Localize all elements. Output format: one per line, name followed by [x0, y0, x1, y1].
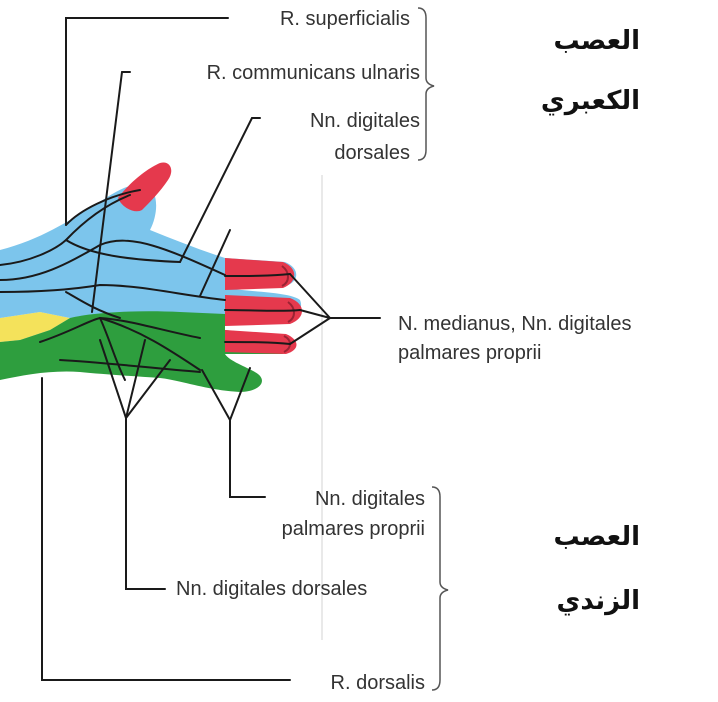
arabic-ulnar-nerve-line2: الزندي: [520, 584, 640, 618]
label-n-medianus-line2: palmares proprii: [398, 340, 541, 366]
label-nn-digitales-palmares-line2: palmares proprii: [230, 516, 425, 542]
median-red-thumb: [118, 162, 171, 211]
label-nn-digitales-dorsales-bottom: Nn. digitales dorsales: [176, 576, 367, 602]
arabic-radial-nerve-line1: العصب: [520, 24, 640, 58]
arabic-radial-nerve-line2: الكعبري: [520, 84, 640, 118]
label-n-medianus-line1: N. medianus, Nn. digitales: [398, 311, 631, 337]
label-r-superficialis: R. superficialis: [220, 6, 410, 32]
lower-brace: [432, 487, 448, 690]
arabic-ulnar-nerve-line1: العصب: [520, 520, 640, 554]
label-r-dorsalis: R. dorsalis: [280, 670, 425, 696]
upper-brace: [418, 8, 434, 160]
label-nn-digitales-dorsales-top-line1: Nn. digitales: [250, 108, 420, 134]
label-nn-digitales-dorsales-top-line2: dorsales: [250, 140, 410, 166]
label-nn-digitales-palmares-line1: Nn. digitales: [250, 486, 425, 512]
label-r-communicans-ulnaris: R. communicans ulnaris: [130, 60, 420, 86]
